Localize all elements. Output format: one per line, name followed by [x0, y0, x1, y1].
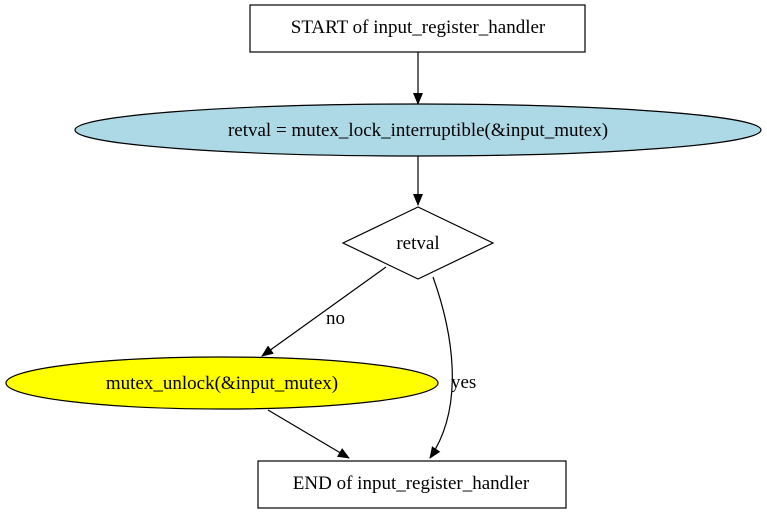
edge-unlock-to-end — [267, 409, 350, 459]
end-node: END of input_register_handler — [257, 460, 567, 509]
edge-label-yes: yes — [451, 372, 476, 393]
decision-node-label: retval — [396, 233, 439, 254]
edge-decision-no: no — [261, 266, 387, 357]
end-node-label: END of input_register_handler — [293, 473, 530, 494]
unlock-node-label: mutex_unlock(&input_mutex) — [106, 373, 338, 394]
lock-node: retval = mutex_lock_interruptible(&input… — [74, 103, 762, 157]
lock-node-label: retval = mutex_lock_interruptible(&input… — [228, 120, 608, 141]
edge-decision-yes: yes — [429, 276, 476, 459]
decision-node: retval — [341, 206, 495, 280]
unlock-node: mutex_unlock(&input_mutex) — [5, 356, 439, 410]
start-node: START of input_register_handler — [249, 4, 586, 53]
start-node-label: START of input_register_handler — [291, 17, 546, 38]
edge-label-no: no — [326, 308, 345, 329]
